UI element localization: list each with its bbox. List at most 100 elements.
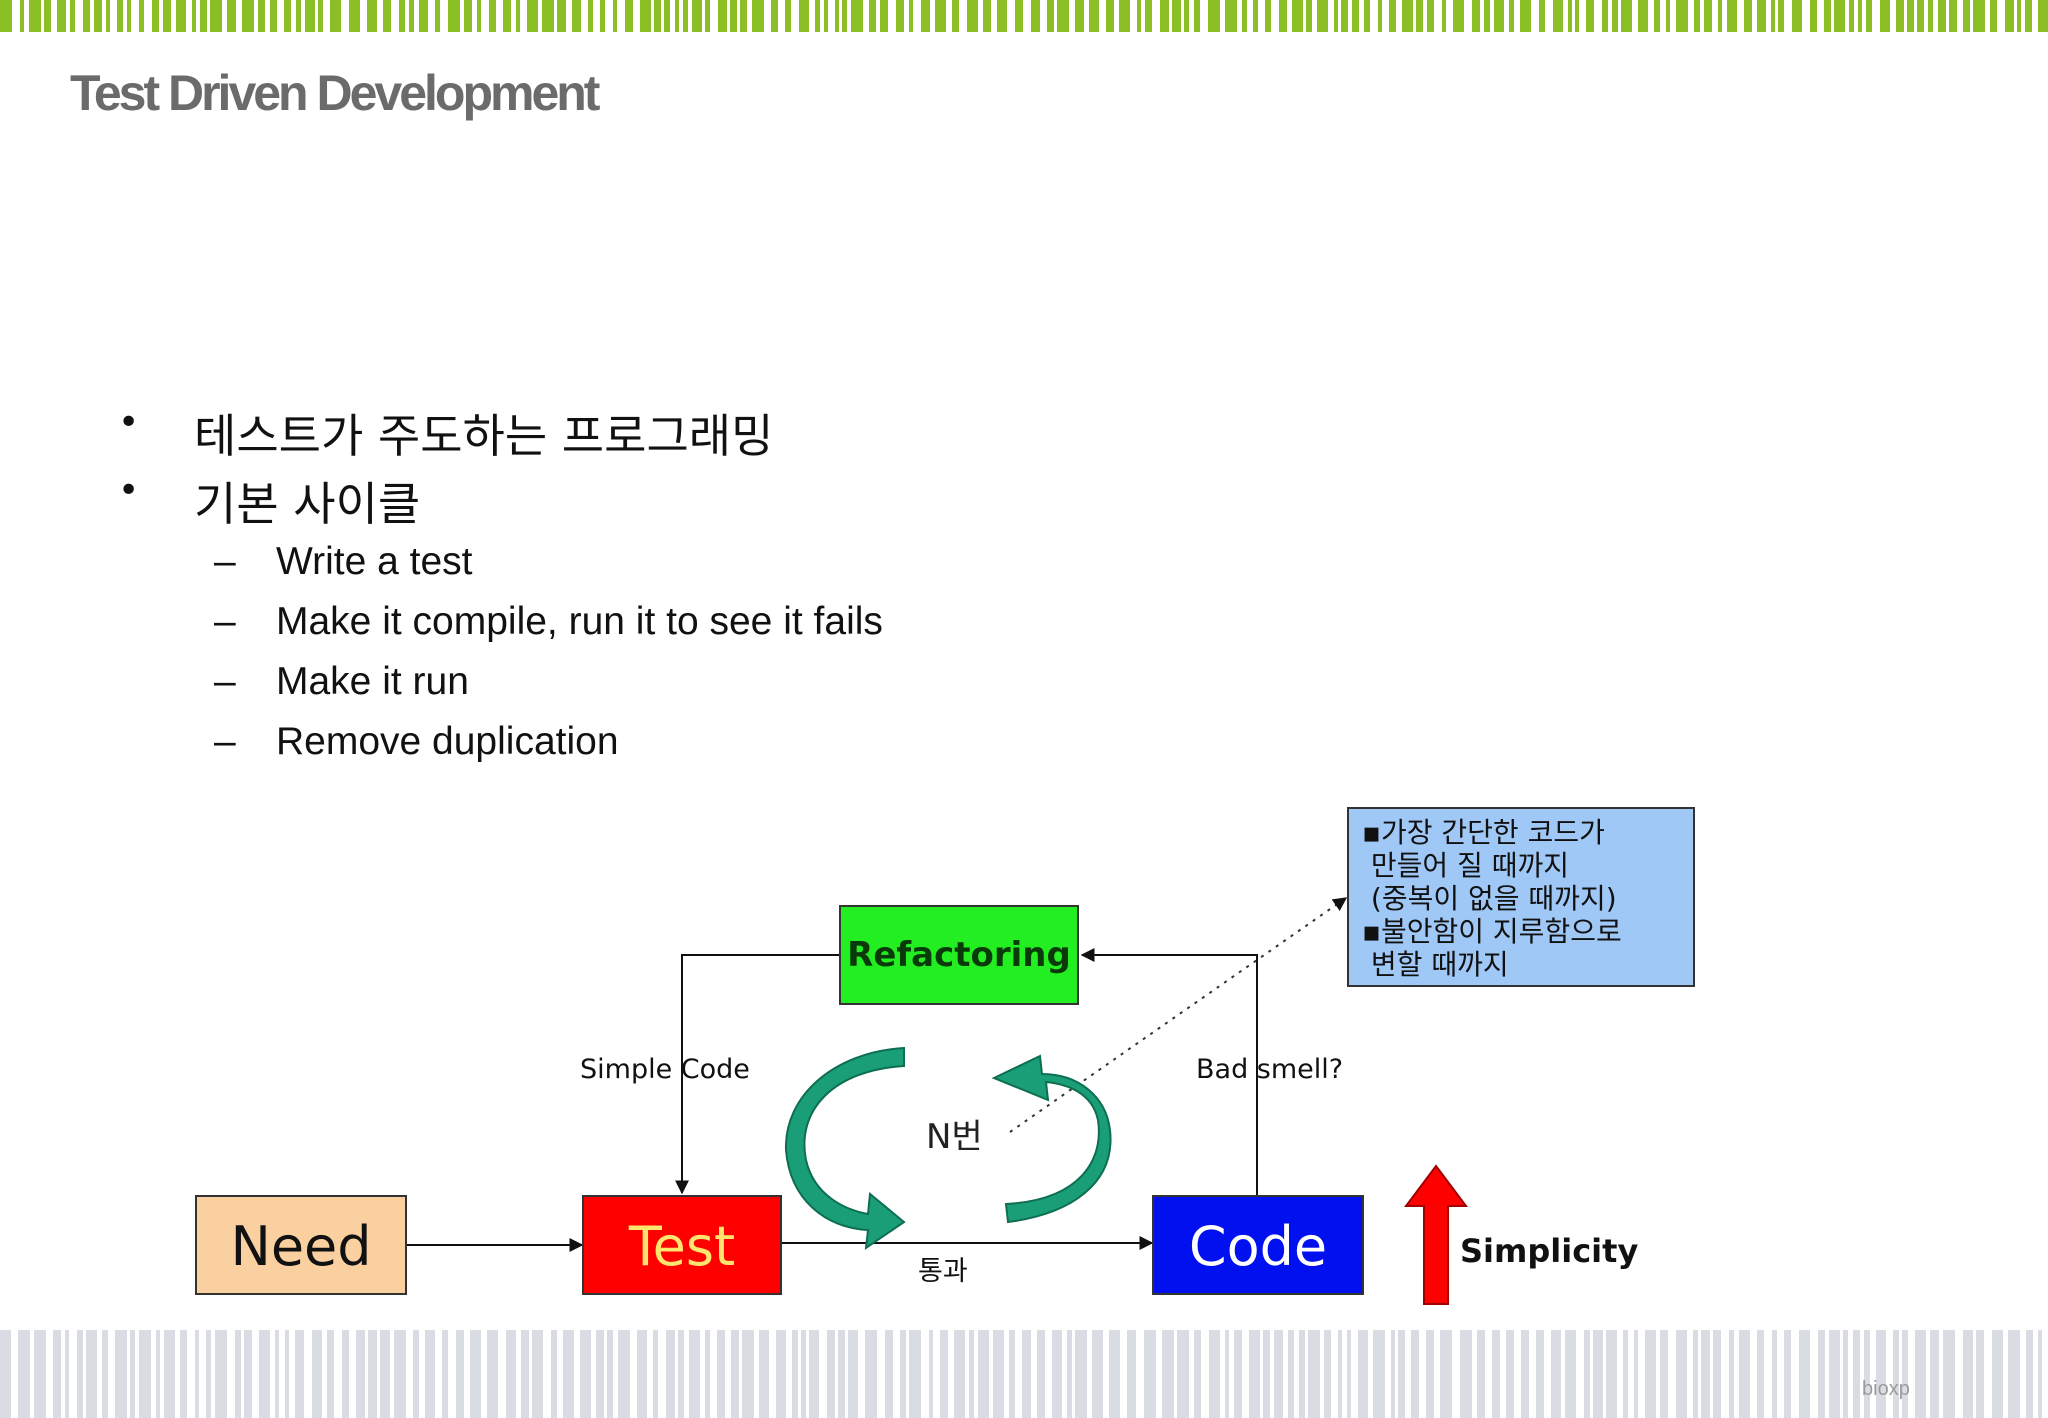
bottom-band-bar (1234, 1330, 1242, 1418)
top-band-bar (1242, 0, 1247, 32)
top-band-bar (1727, 0, 1737, 32)
top-band-bar (824, 0, 828, 32)
top-band-bar (640, 0, 651, 32)
bottom-band-bar (1784, 1330, 1791, 1418)
top-band-bar (1089, 0, 1099, 32)
top-band-bar (527, 0, 538, 32)
bottom-band-bar (1358, 1330, 1368, 1418)
bottom-band-bar (394, 1330, 406, 1418)
top-band-bar (2025, 0, 2032, 32)
top-band-bar (1137, 0, 1141, 32)
bottom-band-bar (1930, 1330, 1939, 1418)
top-band-bar (242, 0, 254, 32)
bottom-band-bar (1347, 1330, 1351, 1418)
bottom-band-bar (1225, 1330, 1229, 1418)
top-band-bar (1612, 0, 1618, 32)
bottom-band-bar (1109, 1330, 1120, 1418)
top-band-bar (192, 0, 196, 32)
bullet-item: • 기본 사이클 (110, 468, 1210, 536)
cycle-arrow-right-icon (991, 1054, 1112, 1224)
top-band-bar (1928, 0, 1933, 32)
bottom-band-bar (77, 1330, 83, 1418)
sub-bullet-mark: – (214, 660, 236, 703)
bottom-band-bar (1506, 1330, 1514, 1418)
bottom-band-bar (244, 1330, 252, 1418)
top-band-bar (1575, 0, 1579, 32)
top-band-bar (572, 0, 581, 32)
bottom-band-bar (776, 1330, 786, 1418)
top-band-bar (270, 0, 277, 32)
edge-label-pass: 통과 (918, 1256, 968, 1287)
top-band-bar (1520, 0, 1531, 32)
bottom-band-bar (809, 1330, 819, 1418)
sub-bullet-text: Write a test (276, 540, 473, 583)
top-band-bar (664, 0, 670, 32)
bottom-band-bar (368, 1330, 377, 1418)
top-band-bar (2017, 0, 2021, 32)
top-band-bar (1621, 0, 1632, 32)
bottom-band-bar (742, 1330, 754, 1418)
top-band-bar (921, 0, 930, 32)
top-band-bar (842, 0, 847, 32)
top-band-bar (851, 0, 863, 32)
top-band-bar (1824, 0, 1831, 32)
top-band-bar (464, 0, 472, 32)
bottom-band-bar (1634, 1330, 1638, 1418)
bottom-band-bar (1729, 1330, 1734, 1418)
bullet-text: 테스트가 주도하는 프로그래밍 (194, 409, 774, 463)
tdd-cycle-diagram: Need Test Code Refactoring Simple Code B… (195, 807, 1695, 1305)
cycle-arrow-left-icon (784, 1046, 906, 1251)
bottom-band-bar (425, 1330, 435, 1418)
simplicity-up-arrow-icon (1404, 1164, 1468, 1305)
top-band-bar (1253, 0, 1258, 32)
bottom-band-bar (1943, 1330, 1955, 1418)
node-test-label: Test (628, 1215, 735, 1278)
bottom-band-bar (1660, 1330, 1668, 1418)
bottom-band-bar (827, 1330, 835, 1418)
top-band-bar (835, 0, 839, 32)
top-band-bar (399, 0, 405, 32)
bottom-band-bar (1177, 1330, 1189, 1418)
top-band-bar (1442, 0, 1446, 32)
node-test (582, 1195, 782, 1295)
top-band-bar (1866, 0, 1872, 32)
bottom-band-bar (1843, 1330, 1848, 1418)
top-band-bar (1949, 0, 1957, 32)
edge-label-bad-smell: Bad smell? (1196, 1054, 1343, 1085)
bottom-band-bar (1052, 1330, 1062, 1418)
bottom-band-bar (1299, 1330, 1305, 1418)
bottom-band-bar (1009, 1330, 1015, 1418)
top-band-bar (2005, 0, 2014, 32)
top-band-bar (752, 0, 764, 32)
top-band-bar (2038, 0, 2048, 32)
bottom-band-bar (285, 1330, 289, 1418)
top-band-bar (557, 0, 566, 32)
bottom-band-bar (259, 1330, 270, 1418)
top-band-bar (163, 0, 171, 32)
bottom-band-bar (885, 1330, 893, 1418)
top-band-bar (1553, 0, 1563, 32)
bottom-band-bar (1876, 1330, 1886, 1418)
bottom-band-bar (551, 1330, 557, 1418)
top-band-bar (1938, 0, 1946, 32)
bottom-band-bar (53, 1330, 61, 1418)
top-band-bar (284, 0, 291, 32)
bottom-band-bar (1829, 1330, 1840, 1418)
bottom-band-bar (86, 1330, 97, 1418)
bottom-band-bar (689, 1330, 700, 1418)
bottom-band-bar (1127, 1330, 1136, 1418)
cycle-count-label: N번 (926, 1117, 983, 1157)
top-band-bar (1334, 0, 1338, 32)
bottom-band-bar (1693, 1330, 1698, 1418)
top-band-bar (1306, 0, 1312, 32)
top-band-bar (117, 0, 123, 32)
bottom-band-bar (521, 1330, 529, 1418)
top-band-bar (1119, 0, 1130, 32)
top-band-bar (152, 0, 159, 32)
top-band-bar (1208, 0, 1220, 32)
top-band-bar (1402, 0, 1413, 32)
bottom-band-bar (1144, 1330, 1156, 1418)
top-band-bar (625, 0, 633, 32)
top-band-bar (94, 0, 102, 32)
sub-bullet-text: Make it compile, run it to see it fails (276, 600, 883, 643)
